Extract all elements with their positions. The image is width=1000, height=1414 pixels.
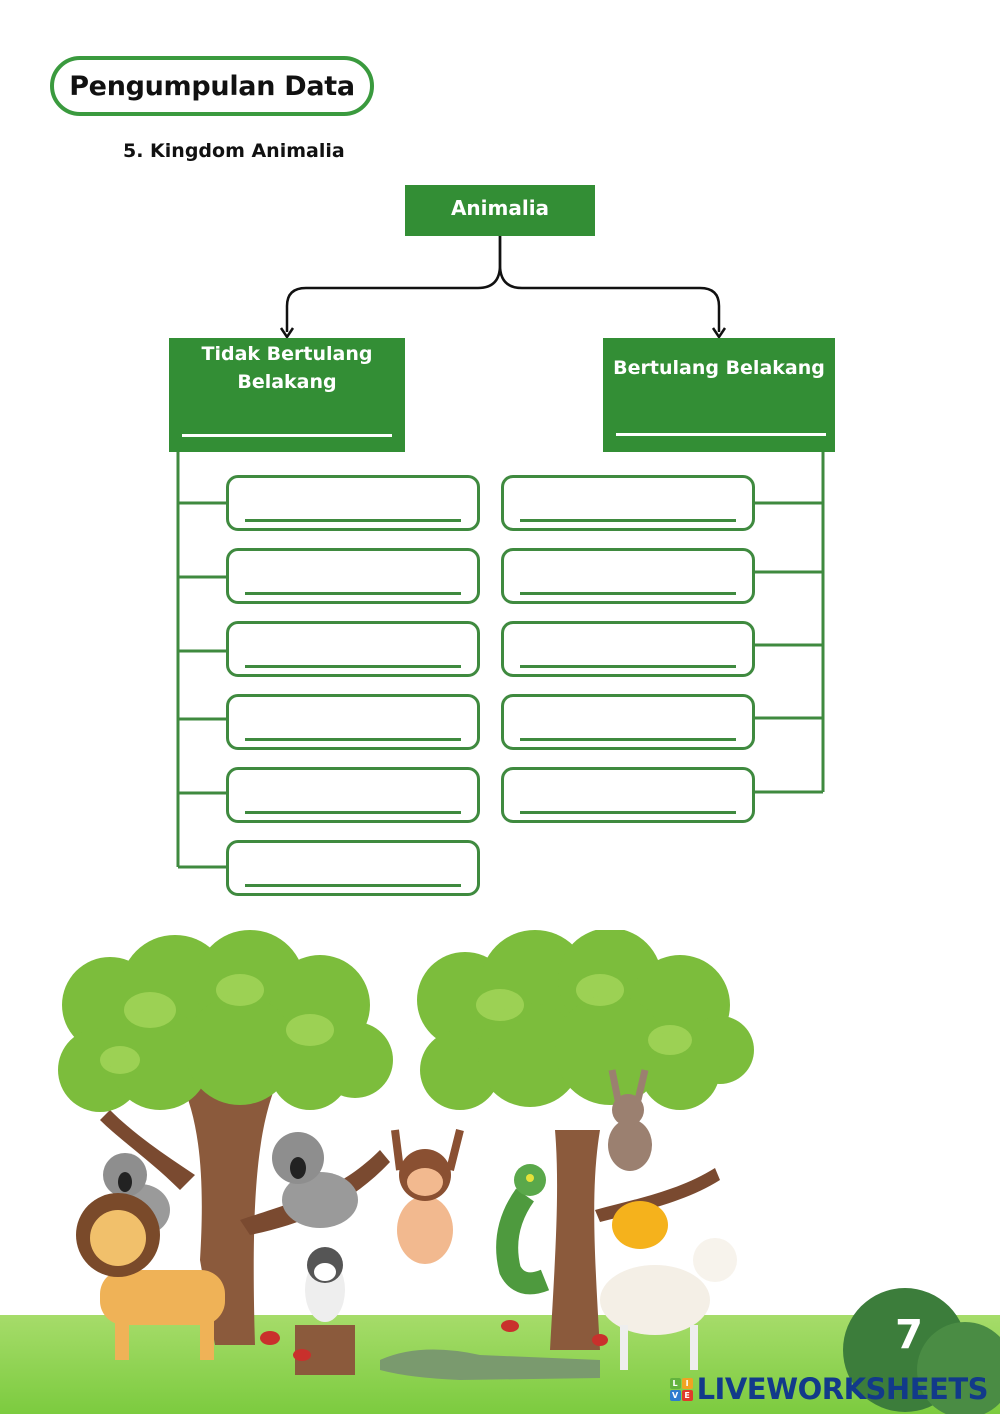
sheep	[600, 1238, 737, 1370]
root-node-animalia: Animalia	[405, 185, 595, 236]
root-to-right-arrow	[498, 236, 721, 332]
invertebrate-answer-box	[226, 548, 480, 604]
logo-letter: E	[681, 1389, 693, 1401]
category-label-line2: Belakang	[237, 371, 337, 393]
answer-input[interactable]	[245, 491, 461, 522]
answer-input[interactable]	[520, 564, 736, 595]
arrowhead-right	[711, 327, 727, 340]
crocodile	[380, 1349, 600, 1380]
chameleon	[496, 1164, 550, 1295]
category-label: Bertulang Belakang	[613, 357, 825, 379]
section-subtitle: 5. Kingdom Animalia	[123, 140, 345, 162]
monkey	[391, 1129, 464, 1264]
logo-letter: V	[669, 1389, 681, 1401]
answer-input[interactable]	[520, 710, 736, 741]
answer-input[interactable]	[245, 637, 461, 668]
title-pill: Pengumpulan Data	[50, 56, 374, 116]
category-vertebrates: Bertulang Belakang	[603, 338, 835, 452]
vertebrate-answer-box	[501, 475, 755, 531]
lion	[76, 1193, 225, 1360]
answer-input[interactable]	[245, 856, 461, 887]
answer-input[interactable]	[245, 783, 461, 814]
diagram-connectors	[176, 236, 825, 869]
left-tree	[58, 930, 393, 1345]
invertebrate-answer-box	[226, 840, 480, 896]
dark-bush	[843, 1288, 1000, 1414]
page-title: Pengumpulan Data	[69, 70, 355, 102]
category-label-line1: Tidak Bertulang	[201, 343, 373, 365]
answer-input[interactable]	[520, 783, 736, 814]
category-answer-line[interactable]	[182, 434, 392, 437]
arrowhead-left	[279, 327, 295, 340]
logo-letter: L	[669, 1377, 681, 1389]
answer-input[interactable]	[520, 637, 736, 668]
right-tree	[417, 930, 754, 1350]
answer-input[interactable]	[245, 710, 461, 741]
brand-name: LIVEWORKSHEETS	[696, 1372, 989, 1406]
logo-letter: I	[681, 1377, 693, 1389]
mushrooms	[260, 1320, 608, 1361]
invertebrate-answer-box	[226, 475, 480, 531]
liveworksheets-brand[interactable]: L I V E LIVEWORKSHEETS	[669, 1372, 989, 1406]
vertebrate-answer-box	[501, 767, 755, 823]
page-number: 7	[895, 1312, 923, 1358]
answer-input[interactable]	[245, 564, 461, 595]
invertebrate-answer-box	[226, 621, 480, 677]
category-invertebrates: Tidak Bertulang Belakang	[169, 338, 405, 452]
category-answer-line[interactable]	[616, 433, 826, 436]
root-to-left-arrow	[285, 236, 502, 332]
answer-input[interactable]	[520, 491, 736, 522]
vertebrate-answer-box	[501, 621, 755, 677]
koala-branch	[272, 1132, 358, 1228]
forest-illustration	[0, 930, 1000, 1414]
invertebrate-answer-box	[226, 767, 480, 823]
vertebrate-answer-box	[501, 548, 755, 604]
liveworksheets-logo-icon: L I V E	[669, 1377, 693, 1401]
rabbit	[608, 1069, 652, 1171]
vertebrate-answer-box	[501, 694, 755, 750]
invertebrate-answer-box	[226, 694, 480, 750]
beehive	[612, 1201, 668, 1249]
